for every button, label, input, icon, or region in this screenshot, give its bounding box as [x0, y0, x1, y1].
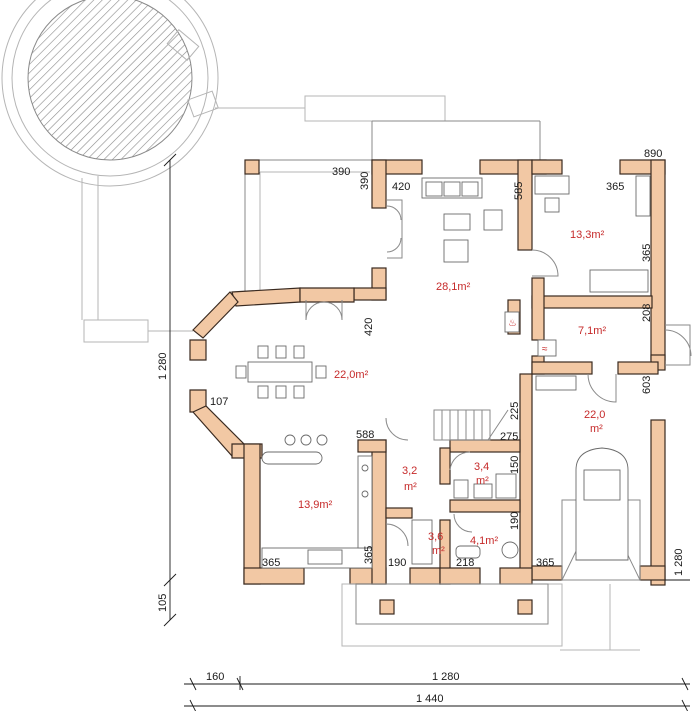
area-wc-value: 3,4	[474, 461, 489, 473]
bedroom-furniture	[531, 175, 651, 293]
wall-dim-890: 890	[644, 148, 662, 160]
wall-dim-365a: 365	[606, 181, 624, 193]
study-furniture: ≈	[537, 324, 692, 366]
wall-dim-107: 107	[210, 396, 228, 408]
garage	[535, 373, 641, 581]
wall-dim-275: 275	[500, 431, 518, 443]
wall-dim-208: 208	[641, 304, 653, 322]
area-dining: 22,0m²	[334, 369, 369, 381]
wall-dim-365b: 365	[641, 244, 653, 262]
svg-text:♨: ♨	[508, 318, 517, 329]
dim-right-height: 1 280	[673, 548, 685, 576]
wall-dim-420b: 420	[363, 318, 375, 336]
area-garage-value: 22,0	[584, 409, 605, 421]
dim-left-height: 1 280	[157, 352, 169, 380]
area-pantry-unit: m²	[404, 481, 417, 493]
wall-dim-190a: 190	[509, 512, 521, 530]
wall-dim-585: 585	[513, 182, 525, 200]
wall-dim-390a: 390	[332, 166, 350, 178]
area-wc-unit: m²	[476, 475, 489, 487]
bath-fixtures	[385, 417, 519, 565]
stairs	[433, 409, 509, 441]
wall-dim-603: 603	[641, 376, 653, 394]
dimension-lines	[163, 153, 690, 711]
area-hall-value: 3,6	[428, 531, 443, 543]
wall-dim-150: 150	[509, 456, 521, 474]
area-kitchen: 13,9m²	[298, 499, 333, 511]
wall-dim-588: 588	[356, 429, 374, 441]
wall-dim-225: 225	[509, 402, 521, 420]
terrace-outline	[244, 159, 373, 300]
wall-dim-365e: 365	[536, 557, 554, 569]
area-garage-unit: m²	[590, 423, 603, 435]
dim-left-bottom: 105	[157, 594, 169, 612]
dim-bottom-1440: 1 440	[416, 693, 444, 705]
kitchen-furniture	[261, 434, 373, 569]
dim-bottom-1280: 1 280	[432, 671, 460, 683]
area-pantry-value: 3,2	[402, 465, 417, 477]
wall-dim-218: 218	[456, 557, 474, 569]
dining-furniture	[235, 300, 343, 399]
svg-text:≈: ≈	[542, 344, 548, 355]
area-study: 7,1m²	[578, 325, 606, 337]
area-hall-unit: m²	[432, 545, 445, 557]
wall-dim-365c: 365	[262, 557, 280, 569]
wall-dim-390b: 390	[359, 172, 371, 190]
area-bedroom: 13,3m²	[570, 229, 605, 241]
round-terrace	[1, 0, 541, 343]
dim-bottom-160: 160	[206, 671, 224, 683]
living-furniture: ♨	[386, 177, 520, 333]
area-living: 28,1m²	[436, 281, 471, 293]
wall-dim-420a: 420	[392, 181, 410, 193]
wall-dim-190b: 190	[388, 557, 406, 569]
wall-dim-365d: 365	[363, 546, 375, 564]
porch	[341, 583, 640, 651]
area-bath: 4,1m²	[470, 535, 498, 547]
